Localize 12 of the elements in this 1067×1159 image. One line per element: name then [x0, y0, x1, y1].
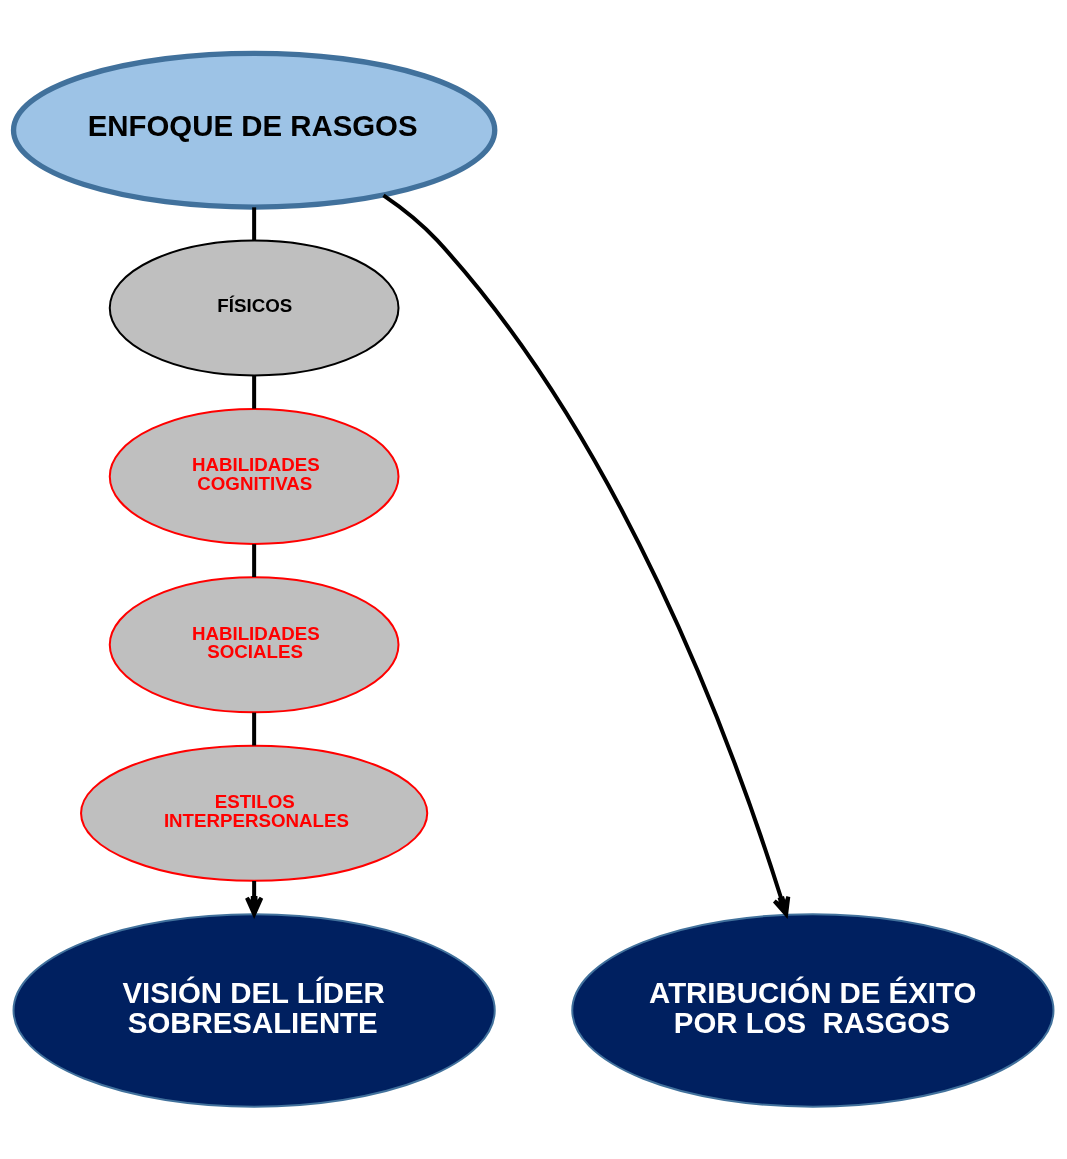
- connector: [252, 375, 257, 409]
- connector: [252, 543, 257, 577]
- node-ellipse: ATRIBUCIÓN DE ÉXITO POR LOS RASGOS: [571, 912, 1055, 1108]
- connector: [252, 712, 257, 745]
- node-ellipse: FÍSICOS: [108, 238, 400, 376]
- node-ellipse: HABILIDADES SOCIALES: [108, 575, 400, 713]
- node-ellipse: VISIÓN DEL LÍDER SOBRESALIENTE: [12, 912, 496, 1108]
- arrow: [382, 193, 791, 916]
- connector: [252, 206, 257, 240]
- node-ellipse: ESTILOS INTERPERSONALES: [80, 744, 429, 882]
- node-ellipse: HABILIDADES COGNITIVAS: [108, 407, 400, 545]
- node-ellipse: ENFOQUE DE RASGOS: [10, 50, 498, 210]
